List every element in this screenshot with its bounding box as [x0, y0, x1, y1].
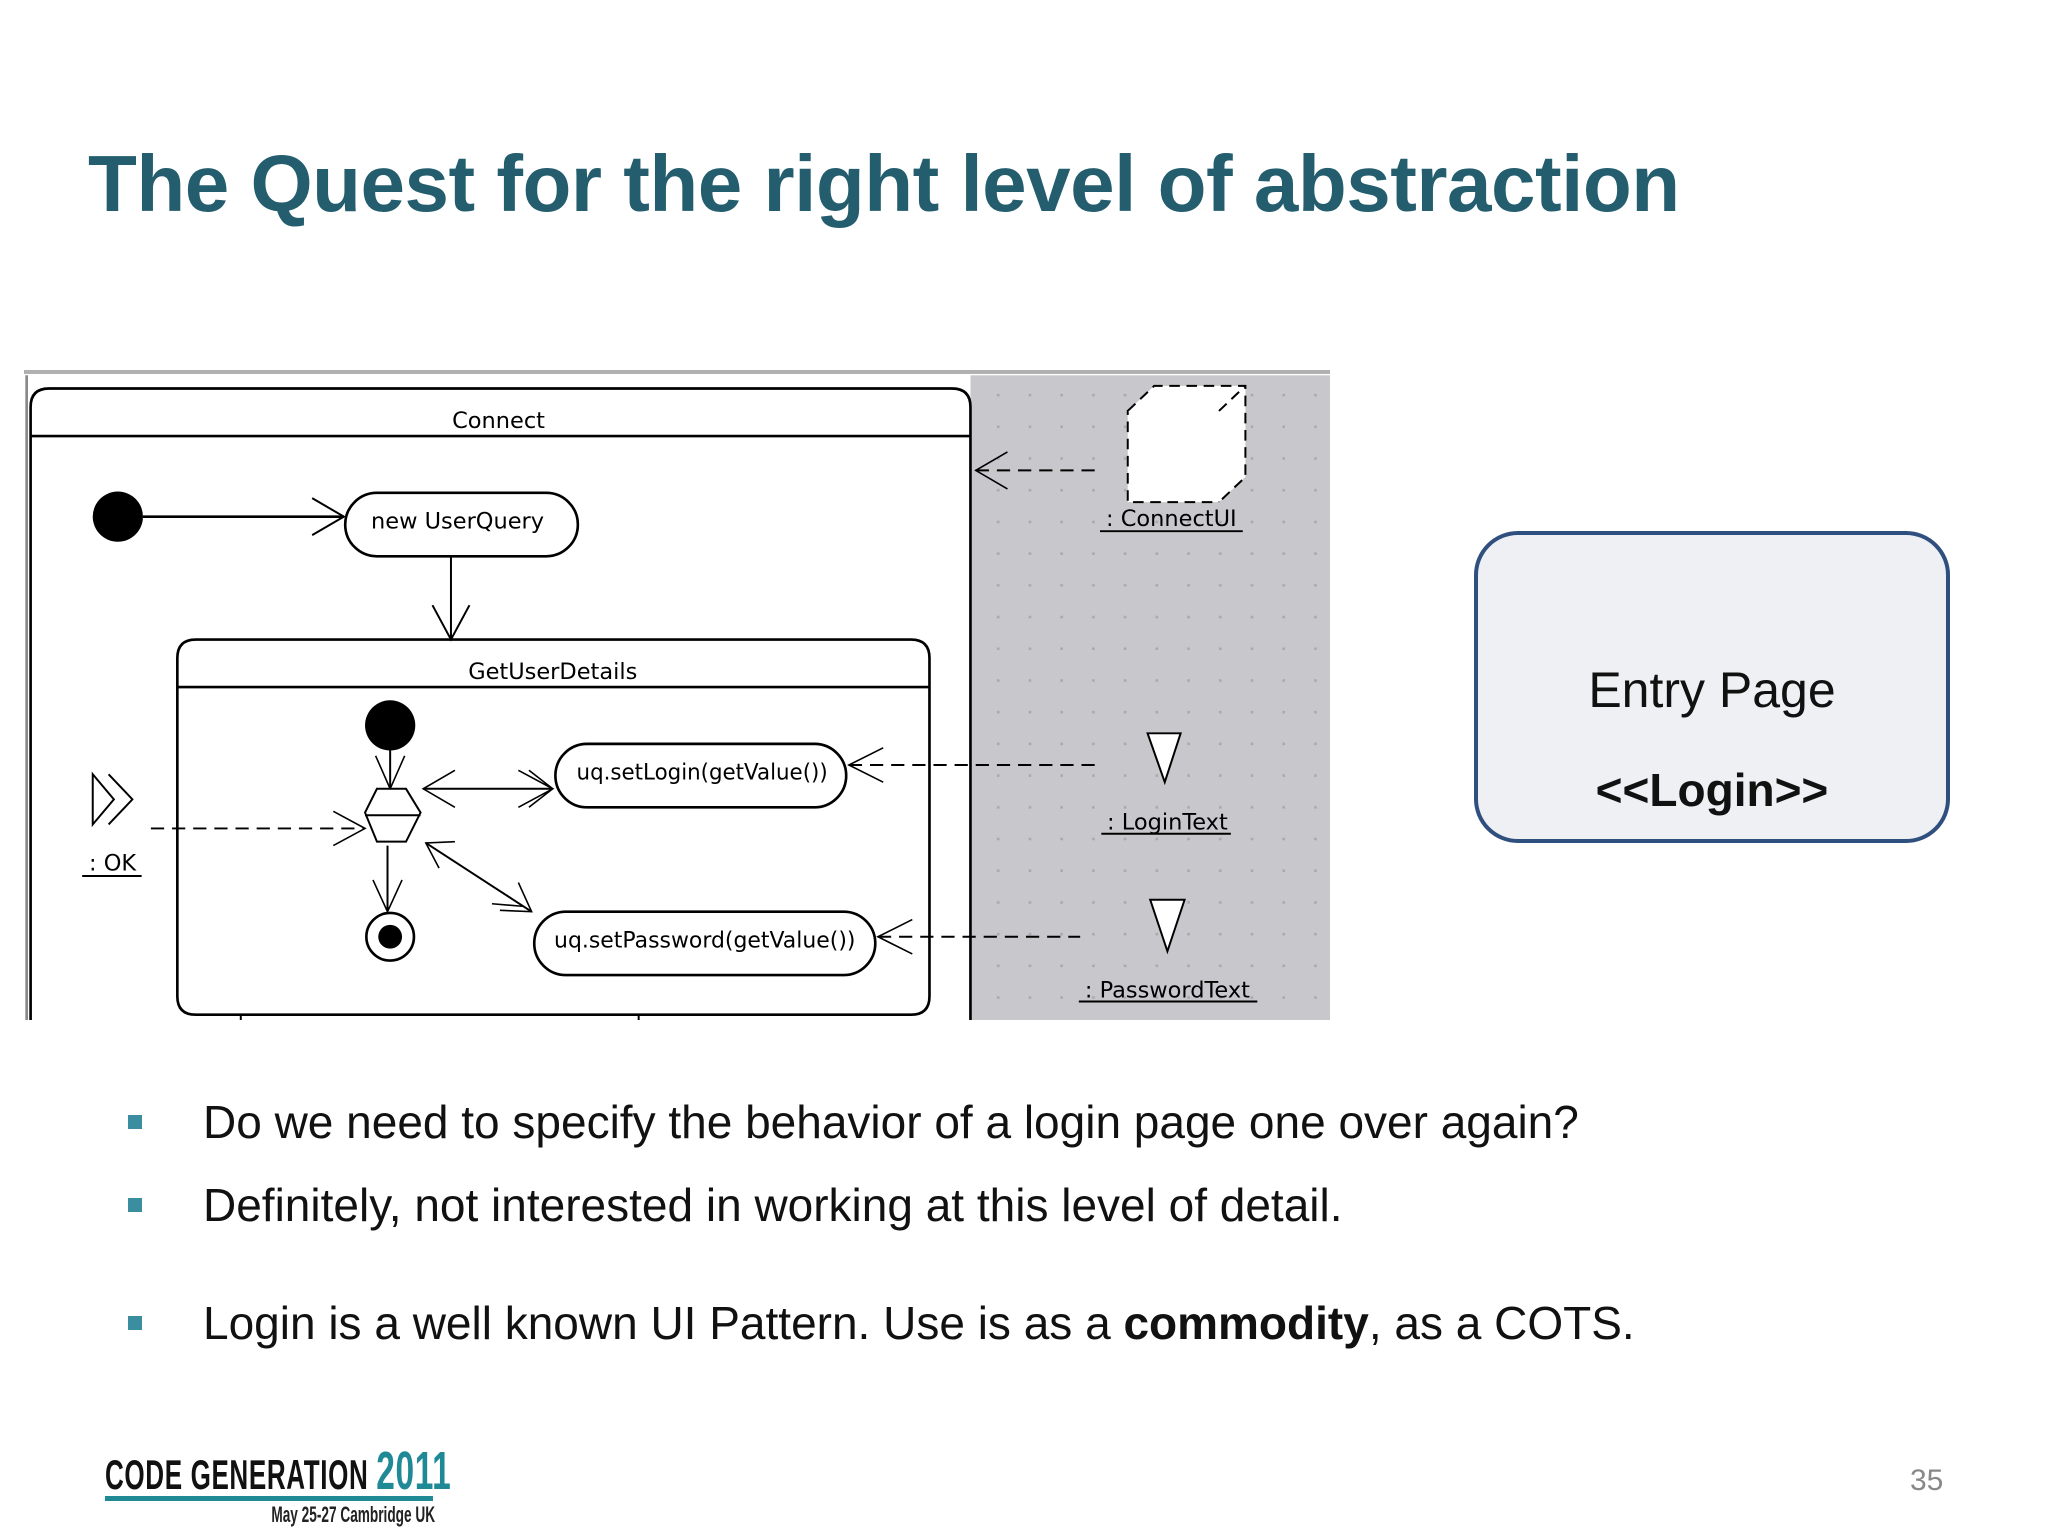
logo-name: CODE GENERATION	[105, 1451, 369, 1498]
getuserdetails-state	[176, 638, 931, 1017]
bullet-item: Do we need to specify the behavior of a …	[128, 1094, 1928, 1150]
action-setpassword	[532, 910, 877, 977]
entry-page-stereotype: <<Login>>	[1595, 764, 1829, 816]
connect-state	[29, 387, 972, 1020]
action-new-userquery	[343, 491, 580, 558]
entry-page-title: Entry Page	[1588, 662, 1836, 718]
logo-subtitle: May 25-27 Cambridge UK	[271, 1502, 435, 1527]
action-new-label: new UserQuery	[371, 509, 544, 535]
connectui-label: : ConnectUI	[1106, 506, 1237, 532]
bullet-text-post: , as a COTS.	[1368, 1297, 1635, 1349]
connect-label: Connect	[452, 408, 545, 434]
initial-node	[92, 491, 143, 542]
passwordtext-label: : PasswordText	[1085, 978, 1250, 1004]
ok-label: : OK	[89, 851, 137, 877]
bullet-text-pre: Login is a well known UI Pattern. Use is…	[203, 1297, 1124, 1349]
entry-page-box: Entry Page <<Login>>	[1474, 531, 1950, 843]
bullet-text: Login is a well known UI Pattern. Use is…	[203, 1295, 1903, 1351]
action-setlogin	[554, 742, 848, 809]
bullet-square-icon	[128, 1115, 142, 1129]
logintext-label: : LoginText	[1107, 810, 1228, 836]
bullet-square-icon	[128, 1316, 142, 1330]
code-generation-logo: CODE GENERATION 2011 May 25-27 Cambridge…	[105, 1440, 451, 1530]
inner-initial-node	[365, 700, 416, 751]
connectui-object	[1126, 384, 1247, 504]
ok-signal	[91, 771, 134, 828]
bullet-list: Do we need to specify the behavior of a …	[128, 1094, 1928, 1378]
bullet-text: Definitely, not interested in working at…	[203, 1179, 1343, 1231]
bullet-item: Definitely, not interested in working at…	[128, 1177, 1928, 1233]
bullet-text-bold: commodity	[1123, 1297, 1369, 1349]
logo-year: 2011	[376, 1441, 452, 1501]
uml-activity-diagram: Connect new UserQuery GetUserDetails uq.…	[24, 370, 1330, 1020]
action-setlogin-label: uq.setLogin(getValue())	[577, 760, 828, 786]
passwordtext-object	[1148, 898, 1186, 955]
slide-title: The Quest for the right level of abstrac…	[88, 139, 1680, 228]
bullet-square-icon	[128, 1198, 142, 1212]
page-number: 35	[1910, 1464, 1944, 1497]
action-setpassword-label: uq.setPassword(getValue())	[554, 927, 855, 953]
bullet-text: Do we need to specify the behavior of a …	[203, 1096, 1579, 1148]
getuserdetails-label: GetUserDetails	[468, 659, 637, 685]
logintext-object	[1146, 732, 1182, 786]
bullet-item: Login is a well known UI Pattern. Use is…	[128, 1295, 1928, 1351]
